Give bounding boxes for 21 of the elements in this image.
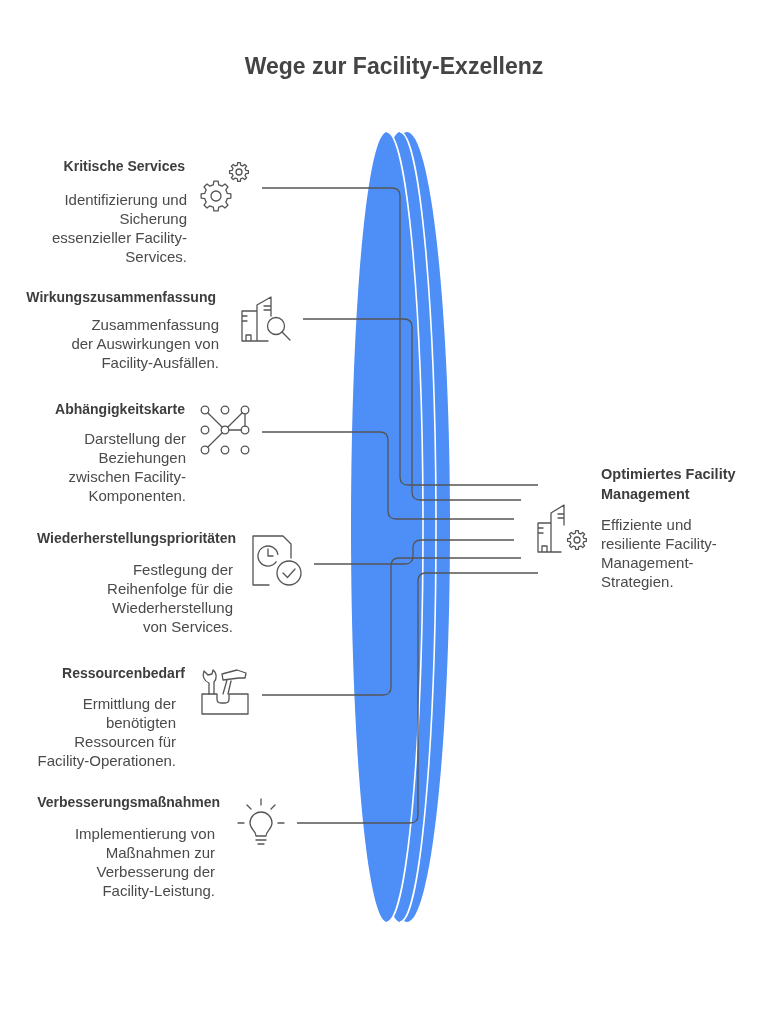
connector-line [261, 187, 539, 486]
connector-line [261, 431, 515, 520]
connector-line [313, 539, 515, 565]
item-heading: Verbesserungsmaßnahmen [37, 793, 220, 811]
item-description: Implementierung von Maßnahmen zur Verbesserung der Facility-Leistung. [73, 823, 215, 900]
item-heading: Optimiertes Facility Management [601, 465, 737, 504]
item-description: Darstellung der Beziehungen zwischen Facility-Komponenten. [67, 428, 186, 505]
connector-line [261, 557, 522, 696]
item-description: Effiziente und resiliente Facility-Management-Strategien. [601, 514, 718, 591]
connector-line [302, 318, 522, 501]
item-heading: Wiederherstellungsprioritäten [36, 529, 236, 547]
item-description: Zusammenfassung der Auswirkungen von Facility-Ausfällen. [70, 314, 219, 372]
item-description: Identifizierung und Sicherung essenzieller Facility-Services. [50, 189, 187, 266]
diagram-title: Wege zur Facility-Exzellenz [244, 52, 544, 80]
item-heading: Ressourcenbedarf [62, 664, 185, 682]
item-description: Ermittlung der benötigten Ressourcen für Facility-Operationen. [36, 693, 176, 770]
item-heading: Abhängigkeitskarte [55, 400, 185, 418]
item-heading: Wirkungszusammenfassung [26, 288, 216, 306]
item-heading: Kritische Services [63, 157, 185, 175]
item-description: Festlegung der Reihenfolge für die Wiederherstellung von Services. [106, 559, 233, 636]
connector-line [296, 572, 539, 824]
